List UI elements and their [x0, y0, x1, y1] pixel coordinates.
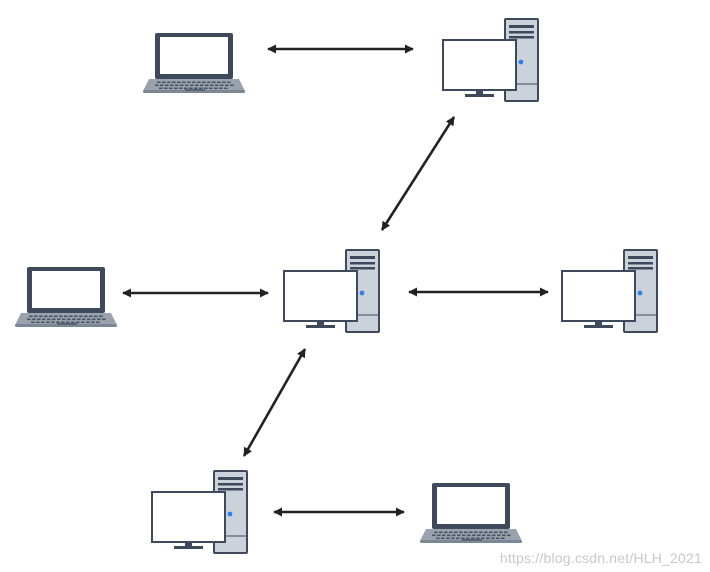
watermark: https://blog.csdn.net/HLH_2021	[499, 550, 702, 566]
arrow-desktop-top-right-to-desktop-center	[380, 116, 456, 231]
laptop-top-left-laptop-icon	[143, 33, 245, 93]
laptop-mid-left-laptop-icon	[15, 267, 117, 327]
desktop-bottom-left-desktop-icon	[151, 470, 248, 554]
desktop-center-desktop-icon	[283, 249, 380, 333]
desktop-mid-right-desktop-icon	[561, 249, 658, 333]
laptop-bottom-right-laptop-icon	[420, 483, 522, 543]
arrow-desktop-center-to-desktop-bottom-left	[242, 348, 307, 457]
desktop-top-right-desktop-icon	[442, 18, 539, 102]
